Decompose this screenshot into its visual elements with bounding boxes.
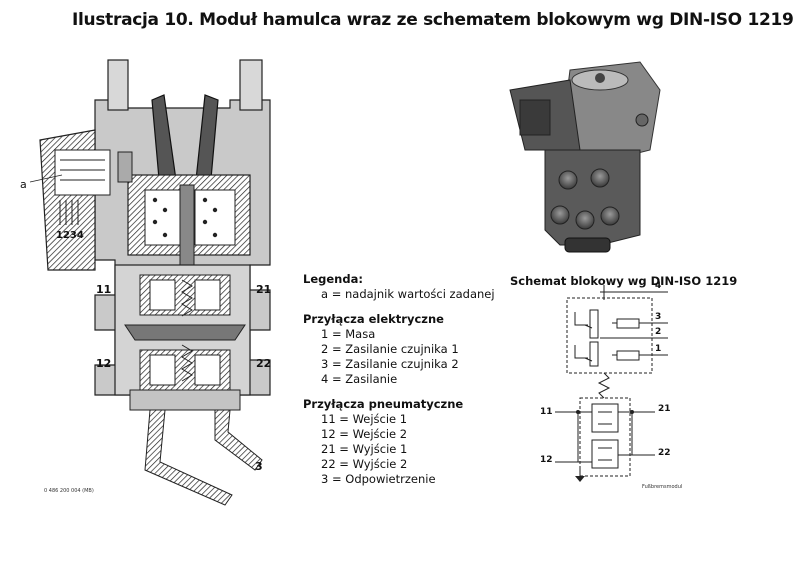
- schema-port-11: 11: [540, 407, 553, 417]
- section-port-11: 11: [96, 283, 112, 296]
- schema-port-12: 12: [540, 455, 553, 465]
- section-pins-label: 1234: [56, 230, 84, 241]
- schema-port-22: 22: [658, 448, 671, 458]
- post-left: [107, 59, 129, 111]
- exhaust-tube-left: [144, 409, 233, 506]
- section-port-12: 12: [96, 357, 112, 370]
- schema-pin-2: 2: [655, 327, 662, 337]
- schema-pin-4: 4: [655, 281, 662, 291]
- schema-pin-3: 3: [655, 312, 662, 322]
- legend-electric-item: 2 = Zasilanie czujnika 1: [321, 342, 459, 356]
- legend-electric-heading: Przyłącza elektryczne: [303, 312, 444, 326]
- legend-electric-item: 1 = Masa: [321, 327, 376, 341]
- legend-pneumatic-item: 11 = Wejście 1: [321, 412, 408, 426]
- exhaust-tube-right: [214, 409, 263, 471]
- legend-heading: Legenda:: [303, 272, 363, 286]
- page-title: Ilustracja 10. Moduł hamulca wraz ze sch…: [72, 10, 794, 30]
- legend-pneumatic-item: 22 = Wyjście 2: [321, 457, 408, 471]
- section-port-21: 21: [256, 283, 272, 296]
- schema-port-21: 21: [658, 404, 671, 414]
- legend-electric-item: 3 = Zasilanie czujnika 2: [321, 357, 459, 371]
- legend-pneumatic-heading: Przyłącza pneumatyczne: [303, 397, 464, 411]
- legend-pneumatic-item: 12 = Wejście 2: [321, 427, 408, 441]
- section-port-3: 3: [255, 460, 263, 473]
- legend-pneumatic-item: 21 = Wyjście 1: [321, 442, 408, 456]
- legend-electric-item: 4 = Zasilanie: [321, 372, 398, 386]
- section-port-22: 22: [256, 357, 272, 370]
- schema-title: Schemat blokowy wg DIN-ISO 1219: [510, 274, 738, 288]
- legend-pneumatic-item: 3 = Odpowietrzenie: [321, 472, 436, 486]
- piston-1: [124, 324, 246, 341]
- post-right: [239, 59, 263, 111]
- schema-caption: Fußbremsmodul: [642, 484, 683, 490]
- legend-a-item: a = nadajnik wartości zadanej: [321, 287, 495, 301]
- schema-pin-1: 1: [655, 344, 662, 354]
- drawing-code: 0 486 200 004 (MB): [44, 488, 94, 494]
- section-label-a: a: [20, 178, 27, 191]
- legend: Legenda: a = nadajnik wartości zadanej P…: [303, 272, 495, 487]
